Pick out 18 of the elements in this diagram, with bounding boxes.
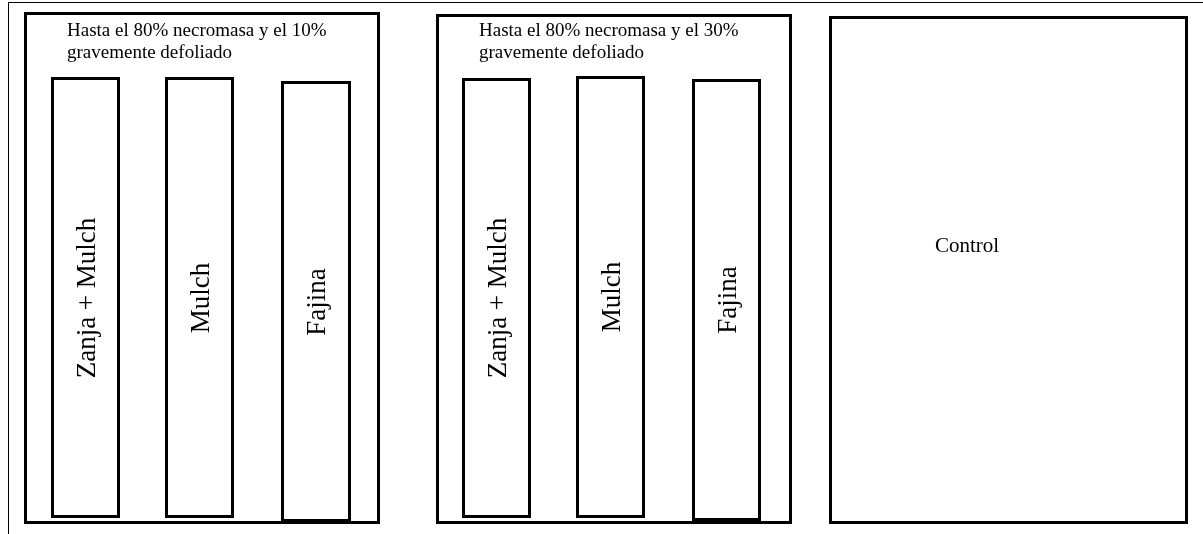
control-plot <box>829 16 1188 524</box>
plot-title: Hasta el 80% necromasa y el 10% gravemente defoliado <box>67 19 328 63</box>
plot-label: Control <box>935 233 1000 258</box>
treatment-strip <box>576 76 645 518</box>
treatment-label: Zanja + Mulch <box>70 217 101 378</box>
treatment-label: Fajina <box>300 267 332 336</box>
treatment-strip <box>692 79 761 521</box>
treatment-strip <box>165 77 234 518</box>
treatment-strip <box>51 77 120 518</box>
treatment-label: Mulch <box>184 262 215 333</box>
plot-title: Hasta el 80% necromasa y el 30% gravemente defoliado <box>479 19 740 63</box>
treatment-label: Zanja + Mulch <box>481 217 512 379</box>
treatment-strip <box>281 81 351 522</box>
treatment-label: Fajina <box>711 266 742 334</box>
plot-box <box>436 14 792 524</box>
plot-box <box>24 12 380 524</box>
treatment-label: Mulch <box>595 261 626 333</box>
treatment-strip <box>462 78 531 518</box>
